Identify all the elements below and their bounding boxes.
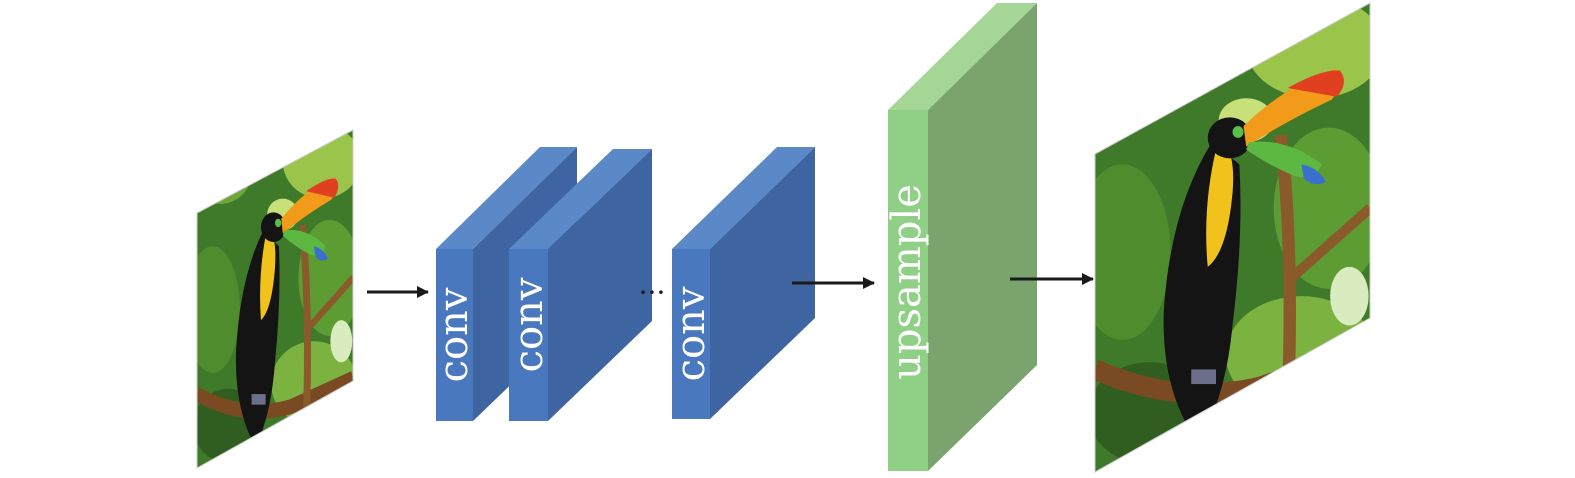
conv-block-n: conv	[668, 147, 815, 419]
conv-block-n-front	[672, 249, 710, 419]
conv-block-1-top	[436, 147, 577, 249]
conv-block-n-label: conv	[668, 286, 714, 381]
conv-block-2-label: conv	[506, 277, 552, 372]
conv-block-n-top	[672, 147, 815, 249]
input-image	[196, 129, 354, 469]
output-image	[1094, 2, 1371, 473]
conv-block-1-label: conv	[431, 287, 477, 382]
conv-block-2: conv	[506, 149, 652, 421]
upsample-block: upsample	[884, 3, 1037, 471]
upsample-block-side	[928, 3, 1037, 471]
conv-block-1-front	[436, 249, 473, 421]
upsample-block-label: upsample	[884, 184, 930, 380]
conv-block-n-side	[710, 147, 815, 419]
conv-block-2-top	[509, 149, 652, 249]
upsample-block-front	[888, 110, 928, 471]
upsample-block-top	[888, 3, 1037, 110]
conv-block-2-side	[548, 149, 652, 421]
ellipsis: ···	[639, 276, 666, 309]
conv-block-2-front	[509, 249, 548, 421]
